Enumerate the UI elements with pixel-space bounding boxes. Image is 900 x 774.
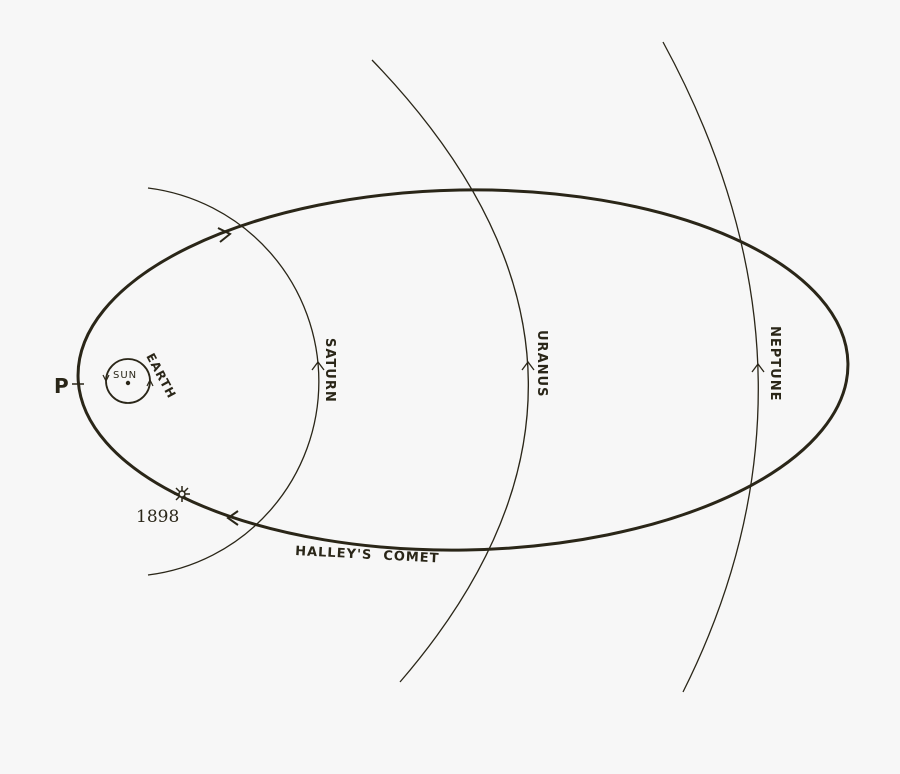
sun-dot	[125, 380, 131, 386]
neptune-label: NEPTUNE	[767, 326, 782, 401]
earth-arrow-right-icon	[146, 378, 154, 387]
comet-arrow-top-icon	[217, 227, 232, 243]
earth-arrow-left-icon	[102, 374, 110, 383]
uranus-label: URANUS	[534, 330, 549, 397]
sun-label: SUN	[113, 370, 137, 381]
comet-label: HALLEY'S COMET	[295, 544, 440, 567]
comet-arrow-bottom-icon	[226, 510, 239, 526]
comet-1898-star-icon	[174, 486, 190, 502]
saturn-orbit	[147, 187, 320, 576]
saturn-label: SATURN	[322, 338, 337, 403]
year-1898-label: 1898	[136, 507, 179, 527]
uranus-orbit	[371, 59, 529, 683]
saturn-arrow-icon	[311, 360, 325, 371]
neptune-arrow-icon	[751, 362, 765, 373]
neptune-orbit	[662, 41, 759, 693]
comet-orbit	[76, 188, 850, 552]
perihelion-label: P	[54, 374, 70, 398]
uranus-arrow-icon	[521, 360, 535, 371]
